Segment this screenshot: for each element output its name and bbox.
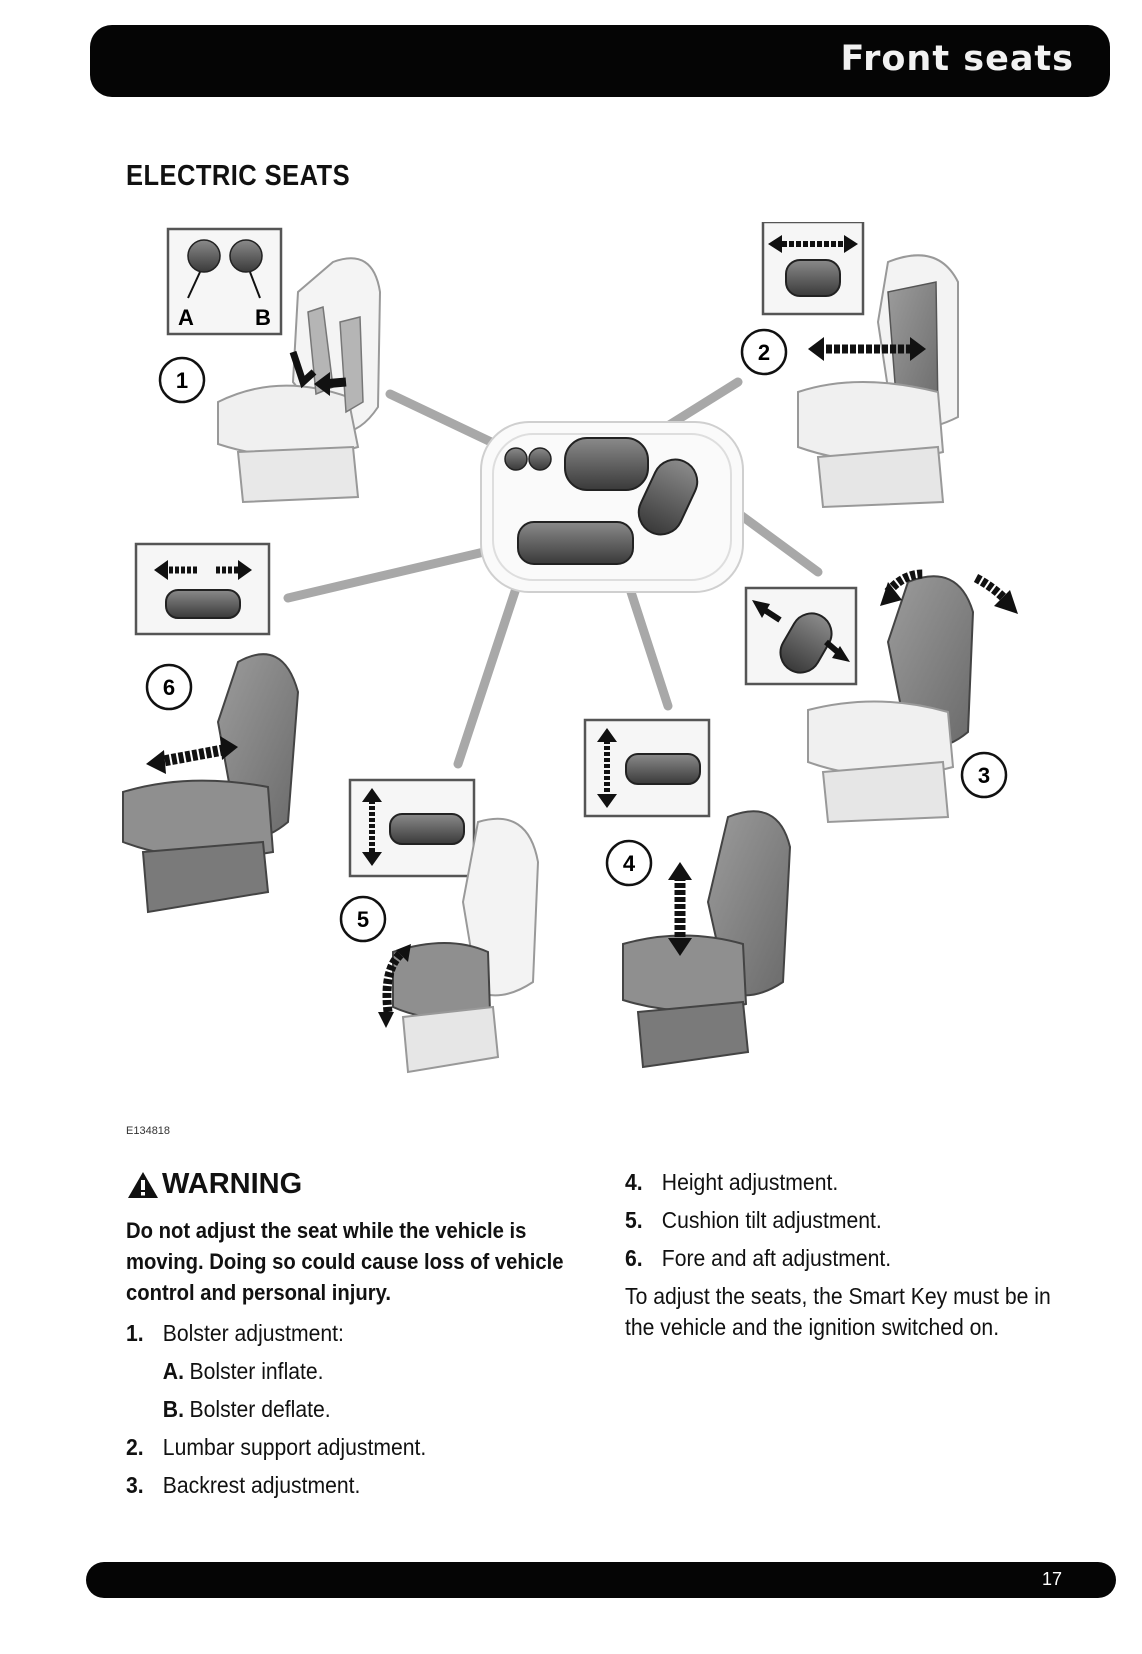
seat-5-illustration xyxy=(348,778,540,1074)
callout-3-label: 3 xyxy=(978,763,990,788)
callout-3 xyxy=(960,751,1008,799)
list-item-text: Fore and aft adjustment. xyxy=(661,1245,892,1271)
label-a: A xyxy=(178,305,194,330)
section-title: ELECTRIC SEATS xyxy=(126,160,351,192)
list-item-number: 2. xyxy=(126,1434,144,1460)
list-item-number: B. xyxy=(162,1396,184,1422)
list-item-number: 1. xyxy=(126,1320,144,1346)
list-item-text: Bolster inflate. xyxy=(189,1358,324,1384)
seat-4-illustration xyxy=(583,718,792,1069)
list-item-number: A. xyxy=(162,1358,184,1384)
footer-bar: 17 xyxy=(86,1562,1116,1598)
callout-6 xyxy=(145,663,193,711)
list-item-number: 5. xyxy=(625,1207,643,1233)
callout-4-label: 4 xyxy=(623,851,636,876)
callout-5 xyxy=(339,895,387,943)
list-item-number: 3. xyxy=(126,1472,144,1498)
figure-code: E134818 xyxy=(126,1125,171,1137)
warning-heading: WARNING xyxy=(126,1168,596,1201)
list-item-text: Backrest adjustment. xyxy=(162,1472,361,1498)
list-item-text: Bolster deflate. xyxy=(189,1396,331,1422)
list-item: 6. Fore and aft adjustment. xyxy=(625,1239,1048,1277)
right-column: 4. Height adjustment. 5. Cushion tilt ad… xyxy=(625,1163,1085,1343)
list-item-text: Bolster adjustment: xyxy=(162,1320,344,1346)
callout-2 xyxy=(740,328,788,376)
callout-4 xyxy=(605,839,653,887)
list-item-text: Cushion tilt adjustment. xyxy=(661,1207,882,1233)
callout-6-label: 6 xyxy=(163,675,175,700)
list-item-number: 6. xyxy=(625,1245,643,1271)
note-paragraph: To adjust the seats, the Smart Key must … xyxy=(625,1283,1051,1340)
seat-3-illustration xyxy=(744,569,1018,824)
list-item: 3. Backrest adjustment. xyxy=(126,1466,558,1504)
label-b: B xyxy=(255,305,271,330)
list-item: 4. Height adjustment. xyxy=(625,1163,1048,1201)
list-item-number: 4. xyxy=(625,1169,643,1195)
left-column: WARNING Do not adjust the seat while the… xyxy=(126,1168,596,1504)
page-number: 17 xyxy=(1041,1569,1062,1589)
seat-controls-figure: A B xyxy=(118,222,1078,1142)
callout-1-label: 1 xyxy=(176,368,188,393)
warning-heading-text: WARNING xyxy=(162,1168,303,1200)
list-subitem: A. Bolster inflate. xyxy=(126,1352,558,1390)
seat-2-illustration xyxy=(761,222,959,509)
seat-1-illustration: A B xyxy=(166,227,382,504)
callout-1 xyxy=(158,356,206,404)
list-item: 1. Bolster adjustment: xyxy=(126,1314,558,1352)
list-item-text: Lumbar support adjustment. xyxy=(162,1434,427,1460)
page-title: Front seats xyxy=(840,39,1074,79)
warning-icon xyxy=(128,1171,158,1198)
callout-2-label: 2 xyxy=(758,340,770,365)
seat-6-illustration xyxy=(122,542,300,914)
control-panel xyxy=(480,421,744,593)
list-subitem: B. Bolster deflate. xyxy=(126,1390,558,1428)
list-item: 2. Lumbar support adjustment. xyxy=(126,1428,558,1466)
header-bar: Front seats xyxy=(90,25,1110,97)
list-item-text: Height adjustment. xyxy=(661,1169,839,1195)
warning-text: Do not adjust the seat while the vehicle… xyxy=(126,1218,564,1305)
callout-5-label: 5 xyxy=(357,907,369,932)
list-item: 5. Cushion tilt adjustment. xyxy=(625,1201,1048,1239)
